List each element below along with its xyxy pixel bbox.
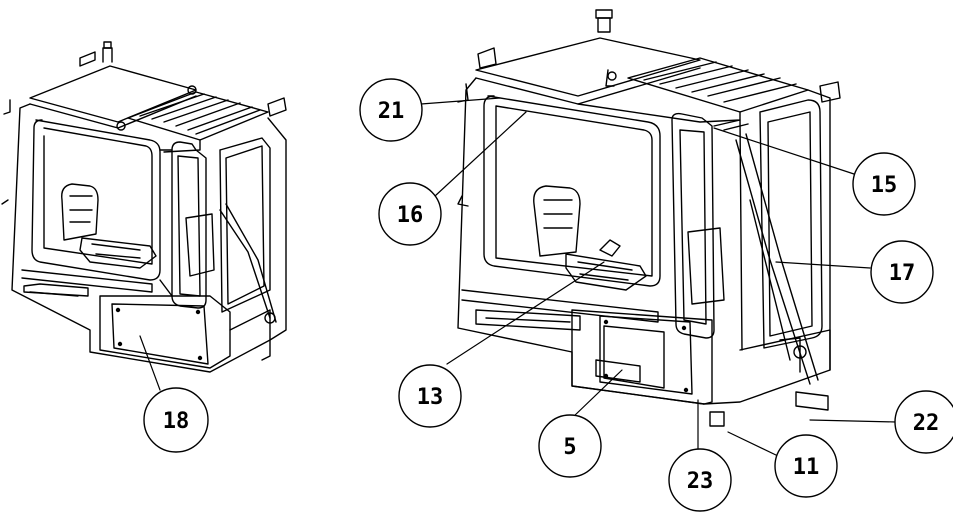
front-panel-right <box>571 309 713 405</box>
callout-11: 11 <box>774 434 838 498</box>
roof-grille-right <box>627 57 809 113</box>
mirror-left-icon <box>79 51 96 67</box>
callout-17: 17 <box>870 240 934 304</box>
svg-text:21: 21 <box>378 99 405 124</box>
seat-right <box>533 185 647 291</box>
cab-left-assembly <box>1 41 287 373</box>
callout-21: 21 <box>359 78 423 142</box>
front-panel-left <box>99 295 231 369</box>
step-icon <box>709 411 725 427</box>
callout-23: 23 <box>668 448 732 512</box>
callout-13: 13 <box>398 364 462 428</box>
leader-lines <box>139 97 897 457</box>
roof-grille <box>127 91 269 141</box>
svg-text:18: 18 <box>163 409 190 434</box>
callout-18: 18 <box>143 387 209 453</box>
callout-16: 16 <box>378 182 442 246</box>
svg-text:23: 23 <box>687 469 714 494</box>
svg-text:16: 16 <box>397 203 424 228</box>
mirror-right-icon <box>267 97 287 117</box>
svg-text:11: 11 <box>793 455 820 480</box>
svg-text:15: 15 <box>871 173 898 198</box>
svg-text:13: 13 <box>417 385 444 410</box>
svg-text:5: 5 <box>563 435 576 460</box>
cab-right-assembly <box>457 9 841 427</box>
seat-left <box>61 183 157 269</box>
svg-text:22: 22 <box>913 411 940 436</box>
callout-5: 5 <box>538 414 602 478</box>
svg-text:17: 17 <box>889 261 916 286</box>
callout-22: 22 <box>894 390 953 454</box>
callout-15: 15 <box>852 152 916 216</box>
beacon-icon <box>597 17 611 33</box>
